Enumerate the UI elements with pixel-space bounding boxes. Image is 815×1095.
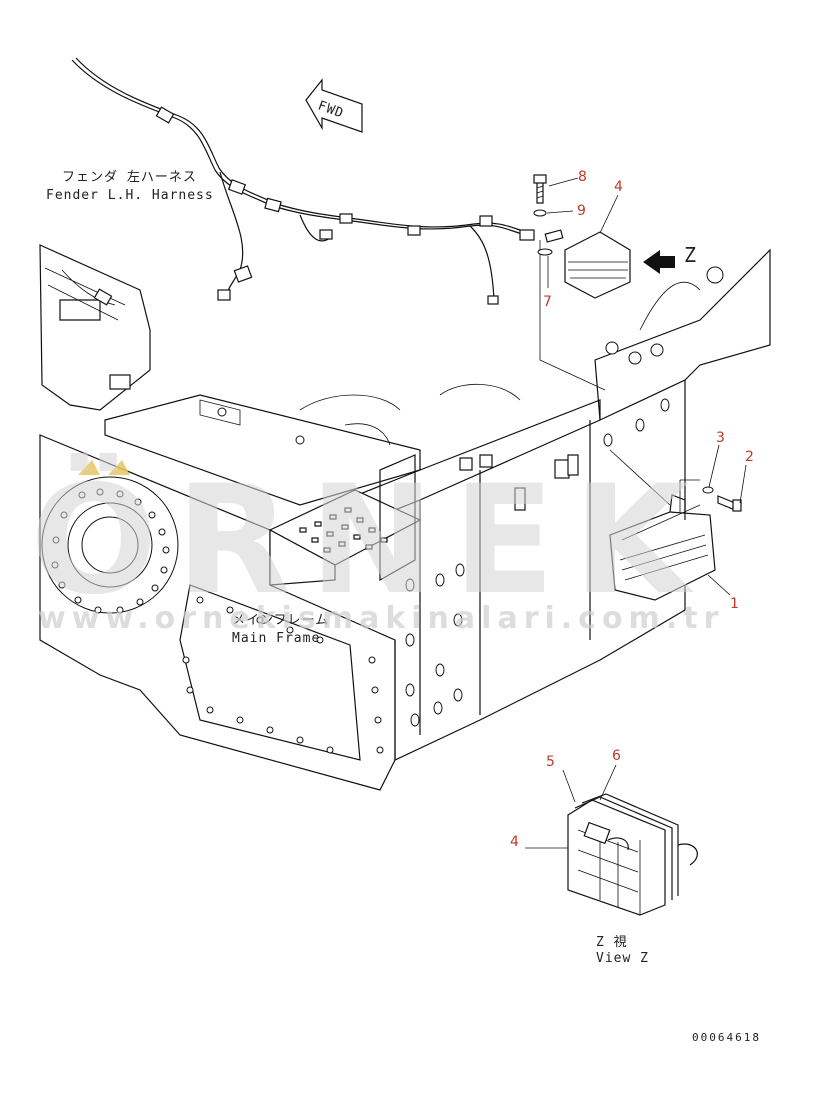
view-z-label-jp: Z 視 — [596, 935, 628, 950]
callout-2: 2 — [745, 449, 754, 465]
z-marker-label: Z — [684, 243, 697, 267]
main-frame-label-jp: メインフレーム — [232, 613, 329, 628]
callout-3: 3 — [716, 430, 725, 446]
callout-8: 8 — [578, 169, 587, 185]
callout-6: 6 — [612, 748, 621, 764]
callout-1: 1 — [730, 596, 739, 612]
callout-9: 9 — [577, 203, 586, 219]
watermark-accent-icon — [78, 460, 130, 475]
leader-lines — [525, 177, 747, 849]
callout-4-view: 4 — [510, 834, 519, 850]
callout-5: 5 — [546, 754, 555, 770]
bolt-holes — [51, 488, 384, 754]
side-panel-holes — [405, 398, 670, 727]
callout-7: 7 — [543, 294, 552, 310]
main-frame-label-en: Main Frame — [232, 631, 320, 646]
fender-harness-drawing — [71, 57, 535, 305]
watermark: ÖRNEK www.ornekismakinalari.com.tr — [30, 452, 724, 636]
main-frame-drawing — [39, 240, 771, 791]
fwd-arrow-icon: FWD — [305, 78, 363, 133]
drawing-code: 00064618 — [692, 1031, 761, 1044]
watermark-url: www.ornekismakinalari.com.tr — [38, 601, 724, 636]
watermark-brand: ÖRNEK — [30, 452, 707, 628]
lamp-assembly-side — [609, 449, 742, 601]
lamp-assembly-top — [533, 174, 675, 299]
callout-4-top: 4 — [614, 179, 623, 195]
step-grating-holes — [299, 507, 388, 553]
fender-harness-label-jp: フェンダ 左ハーネス — [62, 170, 197, 185]
view-z-lamp — [567, 793, 698, 916]
view-z-label-en: View Z — [596, 951, 649, 966]
fender-harness-label-en: Fender L.H. Harness — [46, 188, 214, 203]
